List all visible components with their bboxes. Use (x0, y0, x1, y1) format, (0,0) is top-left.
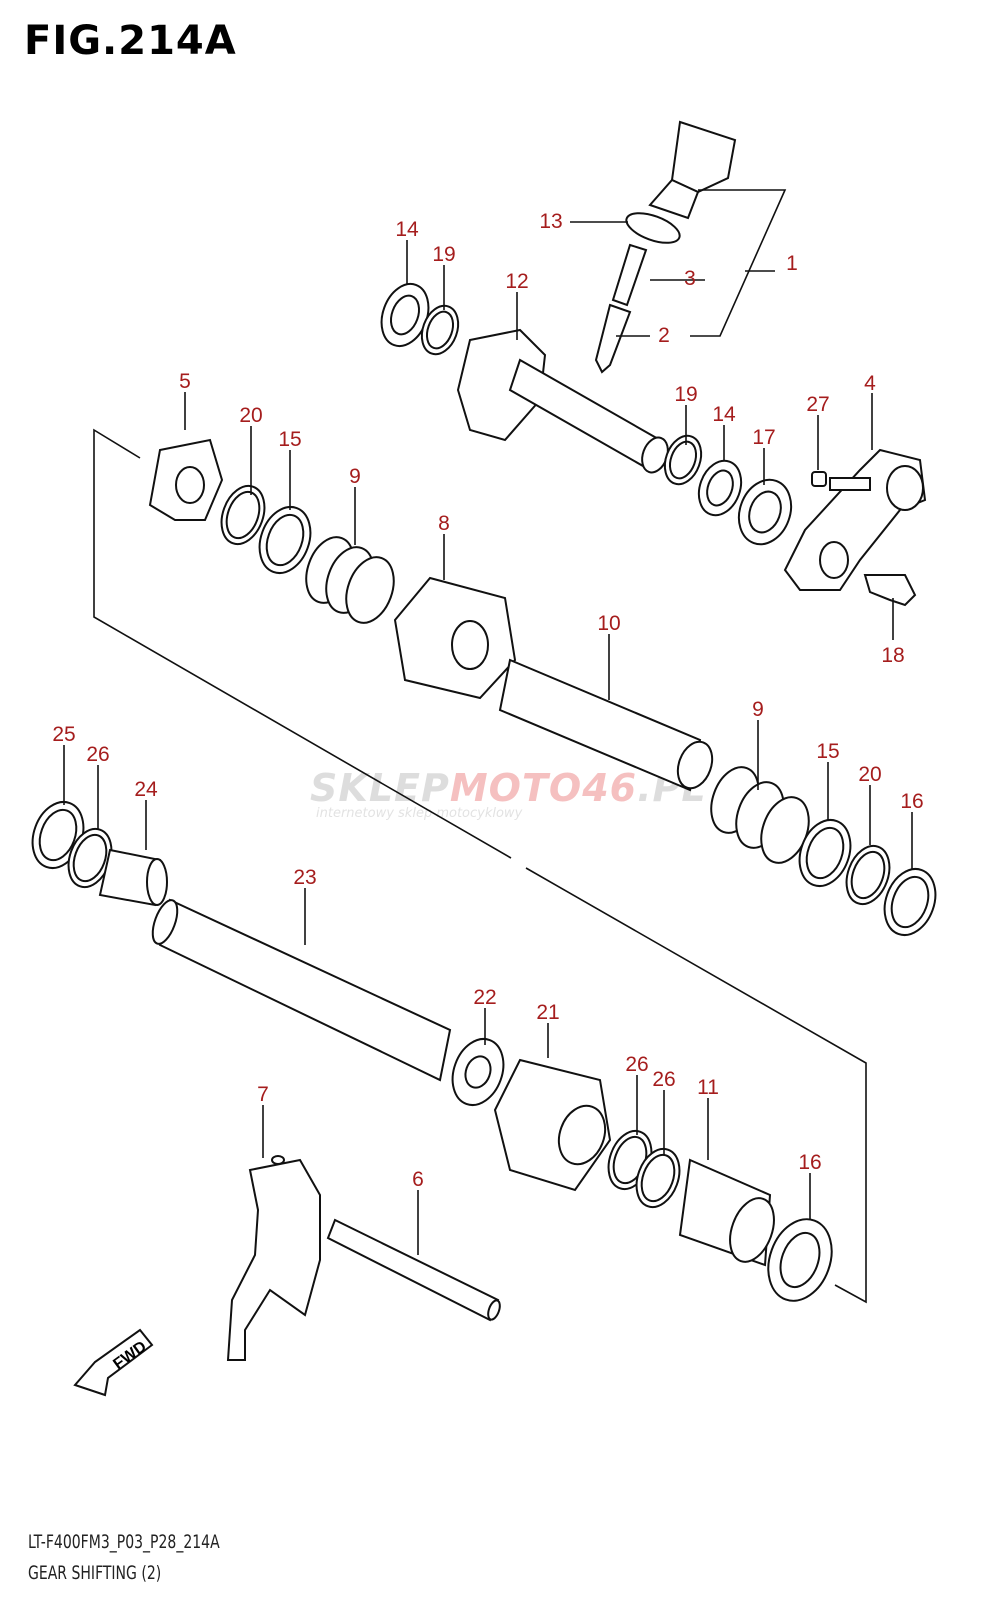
watermark-brand: SKLEPMOTO46.PL (310, 766, 707, 810)
fork-rod-part (326, 1218, 501, 1322)
callout-number-26: 26 (625, 1053, 648, 1076)
callout-number-9: 9 (752, 698, 764, 721)
callout-number-26: 26 (86, 743, 109, 766)
washer-part (767, 1218, 833, 1302)
callout-number-9: 9 (349, 465, 361, 488)
callout-number-27: 27 (806, 393, 829, 416)
shift-drum-part (493, 1058, 612, 1192)
callout-number-5: 5 (179, 370, 191, 393)
callout-number-1: 1 (786, 252, 798, 275)
washer-part (258, 506, 312, 574)
cam-gear-part (148, 438, 224, 521)
washer-part (883, 868, 937, 936)
callout-number-25: 25 (52, 723, 75, 746)
star-washer-part (451, 1038, 505, 1106)
callout-number-8: 8 (438, 512, 450, 535)
shift-cam-part (393, 576, 517, 700)
assembly-bracket-line (93, 428, 512, 859)
watermark: SKLEPMOTO46.PL internetowy sklep motocyk… (310, 766, 707, 821)
figure-title: FIG.214A (24, 18, 237, 64)
callout-number-19: 19 (674, 383, 697, 406)
spring-part (305, 536, 395, 624)
callout-leaders (63, 240, 913, 1255)
shift-shaft-part (498, 658, 714, 792)
washer-part (697, 459, 743, 517)
callout-number-7: 7 (257, 1083, 269, 1106)
callout-number-22: 22 (473, 986, 496, 1009)
bushing-part (98, 848, 168, 907)
washer-part (380, 283, 430, 347)
callout-number-24: 24 (134, 778, 158, 801)
shift-shaft-part (456, 328, 669, 474)
callout-number-17: 17 (752, 426, 775, 449)
figure-description: GEAR SHIFTING (2) (28, 1562, 162, 1584)
callout-number-16: 16 (798, 1151, 821, 1174)
callout-number-15: 15 (816, 740, 839, 763)
circlip-part (67, 827, 113, 889)
fwd-arrow-icon: FWD (73, 1328, 154, 1397)
circlip-part (420, 304, 460, 356)
callout-number-19: 19 (432, 243, 455, 266)
callout-leader-1 (690, 189, 787, 337)
callout-number-23: 23 (293, 866, 316, 889)
watermark-tagline: internetowy sklep motocyklowy (316, 806, 523, 821)
callout-number-11: 11 (697, 1076, 719, 1099)
callout-number-12: 12 (505, 270, 528, 293)
bearing-housing-part (678, 1158, 775, 1267)
callout-number-2: 2 (658, 324, 670, 347)
circlip-part (845, 844, 891, 906)
callout-number-26: 26 (652, 1068, 675, 1091)
callout-number-20: 20 (858, 763, 881, 786)
callout-number-15: 15 (278, 428, 301, 451)
washer-part (798, 819, 852, 887)
bolt-part (594, 120, 737, 374)
shift-rod-part (151, 898, 452, 1082)
callout-number-4: 4 (864, 372, 876, 395)
shift-fork-part (226, 1155, 321, 1361)
model-code: LT-F400FM3_P03_P28_214A (28, 1531, 220, 1553)
callout-number-6: 6 (412, 1168, 424, 1191)
callout-number-14: 14 (712, 403, 736, 426)
callout-number-3: 3 (684, 267, 696, 290)
bearing-part (737, 478, 793, 546)
callout-number-18: 18 (881, 644, 904, 667)
callout-number-10: 10 (597, 612, 620, 635)
shift-arm-part (783, 448, 927, 607)
callout-number-16: 16 (900, 790, 923, 813)
assembly-bracket-line (525, 867, 867, 1304)
spring-part (710, 766, 810, 864)
circlip-part (663, 434, 703, 486)
callout-number-20: 20 (239, 404, 262, 427)
circlip-part (635, 1147, 681, 1209)
callout-number-21: 21 (536, 1001, 559, 1024)
callout-number-13: 13 (539, 210, 562, 233)
callout-number-14: 14 (395, 218, 419, 241)
